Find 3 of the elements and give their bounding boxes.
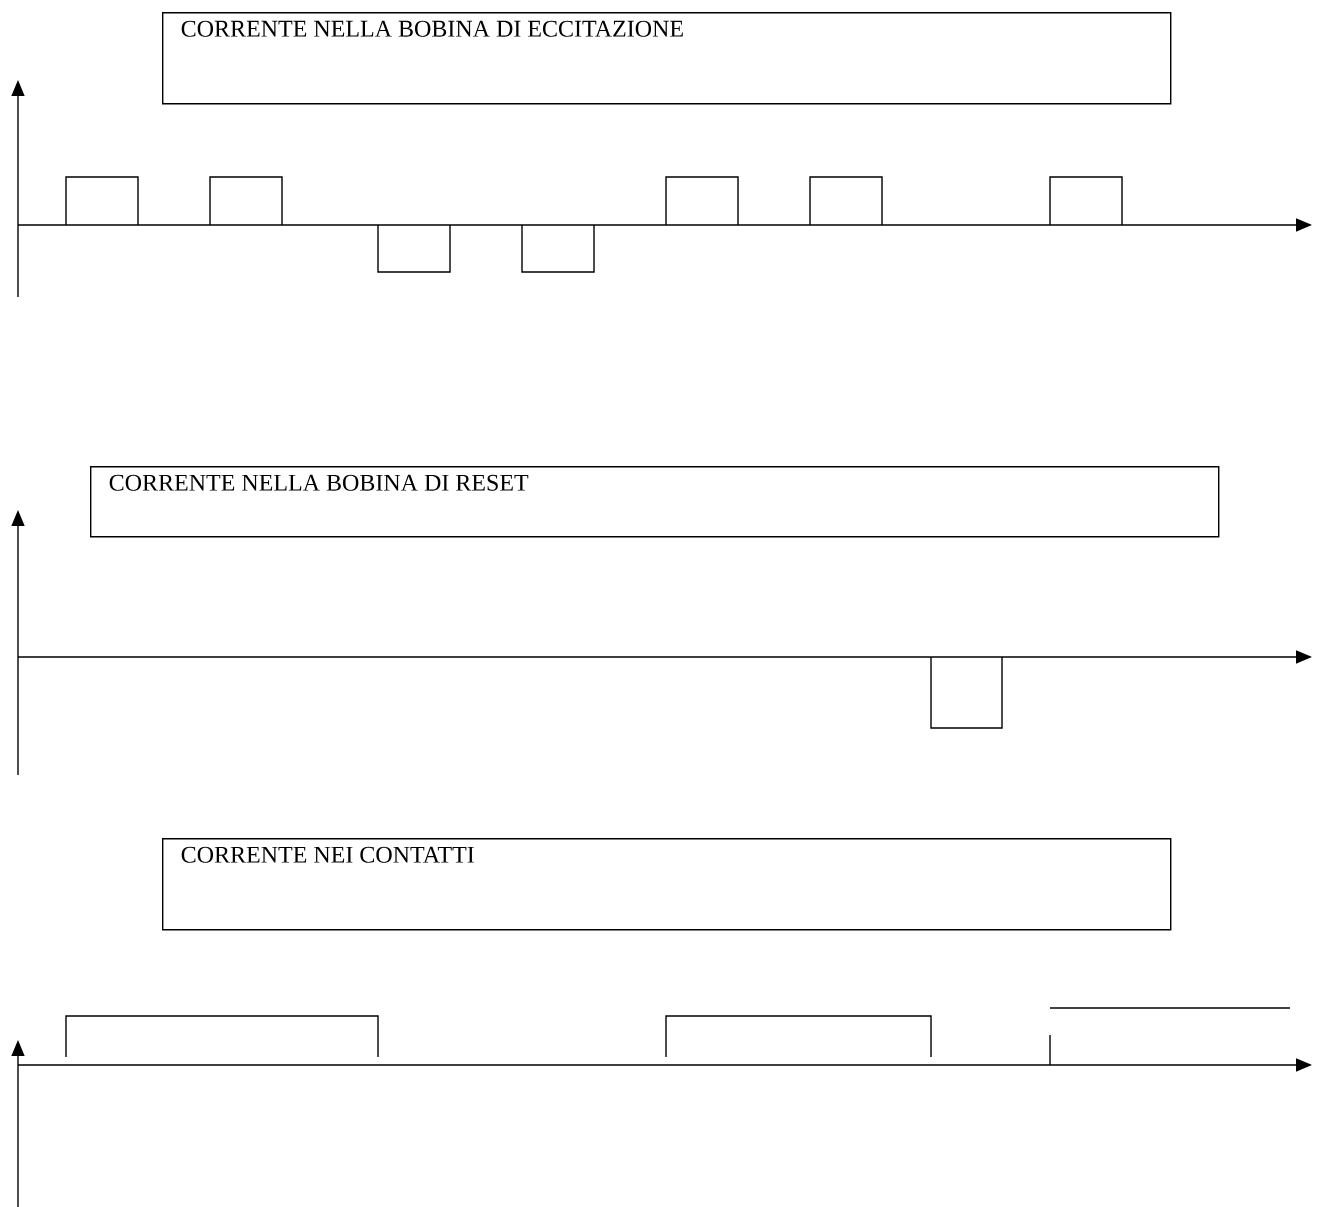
title-box: CORRENTE NEI CONTATTI	[162, 838, 1172, 931]
title-box: CORRENTE NELLA BOBINA DI RESET	[90, 466, 1220, 538]
title-box: CORRENTE NELLA BOBINA DI ECCITAZIONE	[162, 12, 1172, 105]
